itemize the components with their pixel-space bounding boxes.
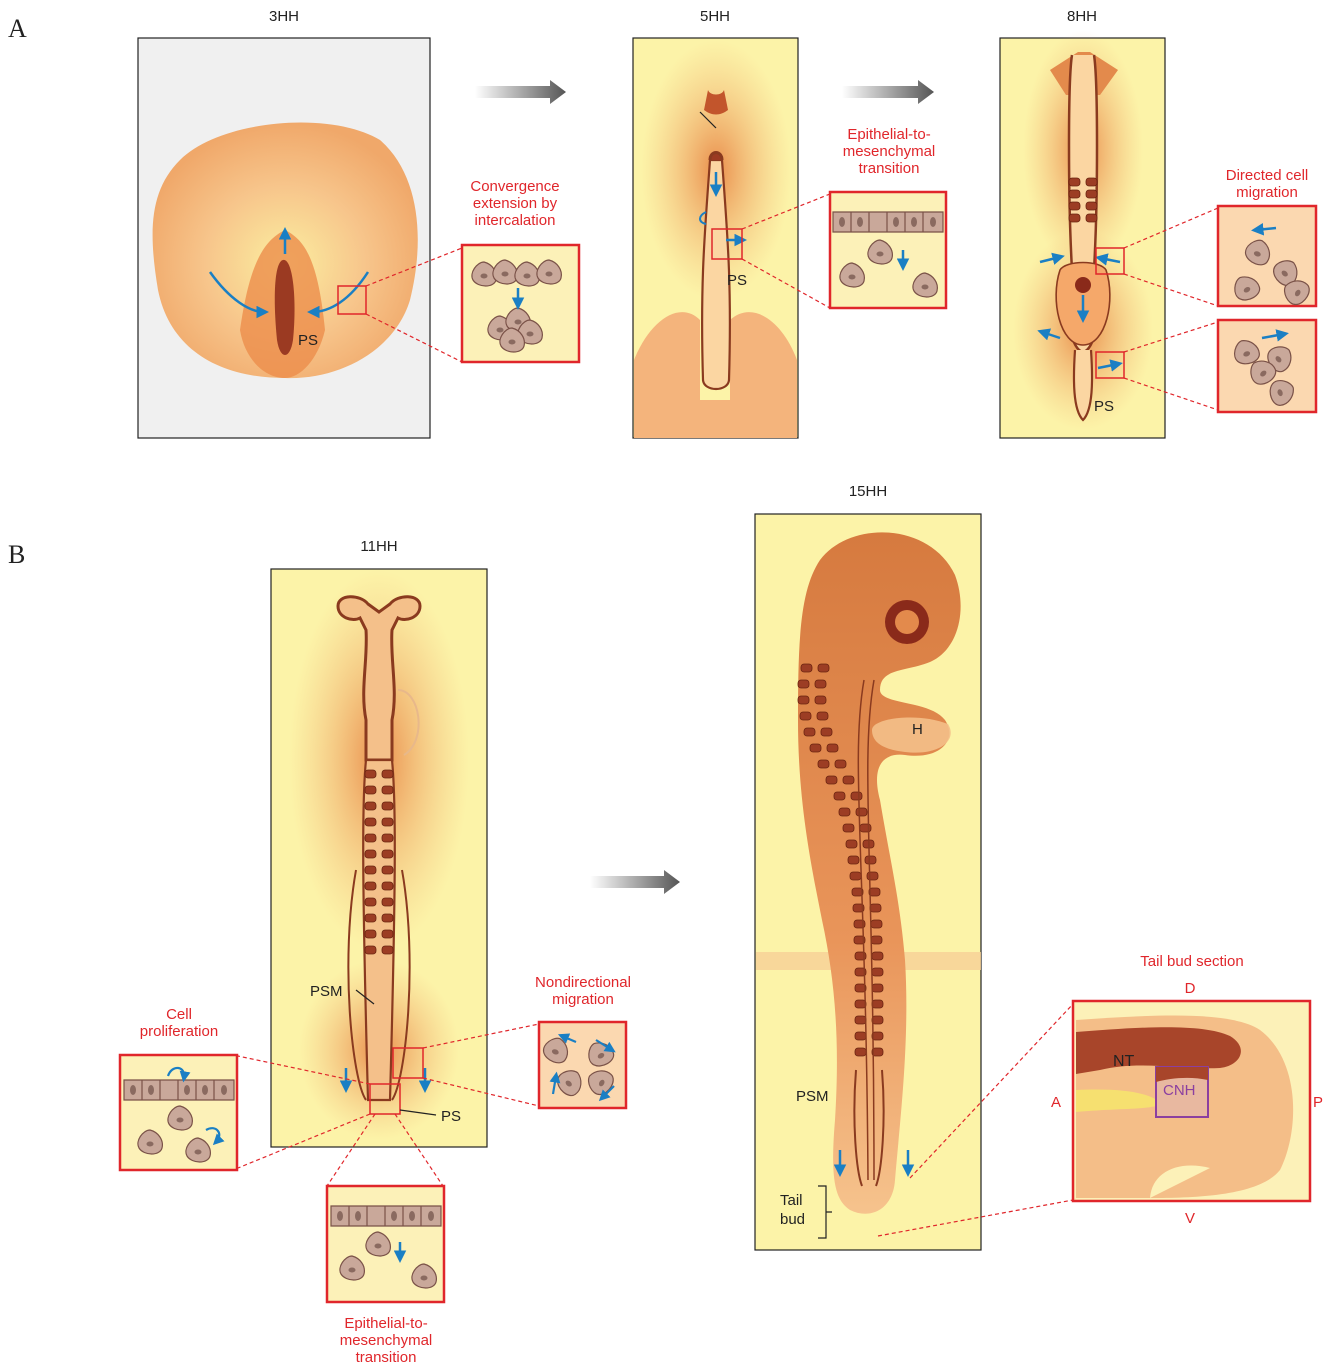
transition-arrow-2	[842, 80, 934, 104]
axis-posterior: P	[1310, 1094, 1326, 1111]
cnh-label: CNH	[1163, 1082, 1196, 1099]
tail-bud-label-line2: bud	[780, 1211, 805, 1228]
panel-label-a: A	[8, 14, 27, 44]
caption-proliferation: Cell proliferation	[120, 1006, 238, 1040]
ps-label-3hh: PS	[298, 332, 318, 349]
stage-label-5hh: 5HH	[655, 8, 775, 25]
inset-nondirectional	[539, 1022, 626, 1108]
caption-nondirectional: Nondirectional migration	[513, 974, 653, 1008]
tail-bud-label-line1: Tail	[780, 1192, 803, 1209]
caption-emt-11hh: Epithelial-to- mesenchymal transition	[311, 1315, 461, 1366]
caption-directed: Directed cell migration	[1200, 167, 1327, 201]
stage-label-11hh: 11HH	[319, 538, 439, 555]
nt-label: NT	[1113, 1053, 1134, 1071]
psm-label-15hh: PSM	[796, 1088, 829, 1105]
ps-label-11hh: PS	[441, 1108, 461, 1125]
primitive-streak-3hh	[275, 260, 295, 355]
transition-arrow-3	[590, 870, 680, 894]
axis-dorsal: D	[1180, 980, 1200, 997]
heart-label: H	[912, 721, 923, 738]
ps-label-8hh: PS	[1094, 398, 1114, 415]
caption-emt-5hh: Epithelial-to- mesenchymal transition	[814, 126, 964, 177]
transition-arrow-1	[475, 80, 566, 104]
axis-anterior: A	[1046, 1094, 1066, 1111]
stage-label-8hh: 8HH	[1022, 8, 1142, 25]
caption-tail-bud-section: Tail bud section	[1117, 953, 1267, 970]
panel-label-b: B	[8, 540, 25, 570]
stage-label-3hh: 3HH	[224, 8, 344, 25]
axis-ventral: V	[1180, 1210, 1200, 1227]
caption-convergence: Convergence extension by intercalation	[440, 178, 590, 229]
ps-label-5hh: PS	[727, 272, 747, 289]
stage-label-15hh: 15HH	[808, 483, 928, 500]
psm-label-11hh: PSM	[310, 983, 343, 1000]
primitive-streak-8hh	[1074, 350, 1092, 420]
